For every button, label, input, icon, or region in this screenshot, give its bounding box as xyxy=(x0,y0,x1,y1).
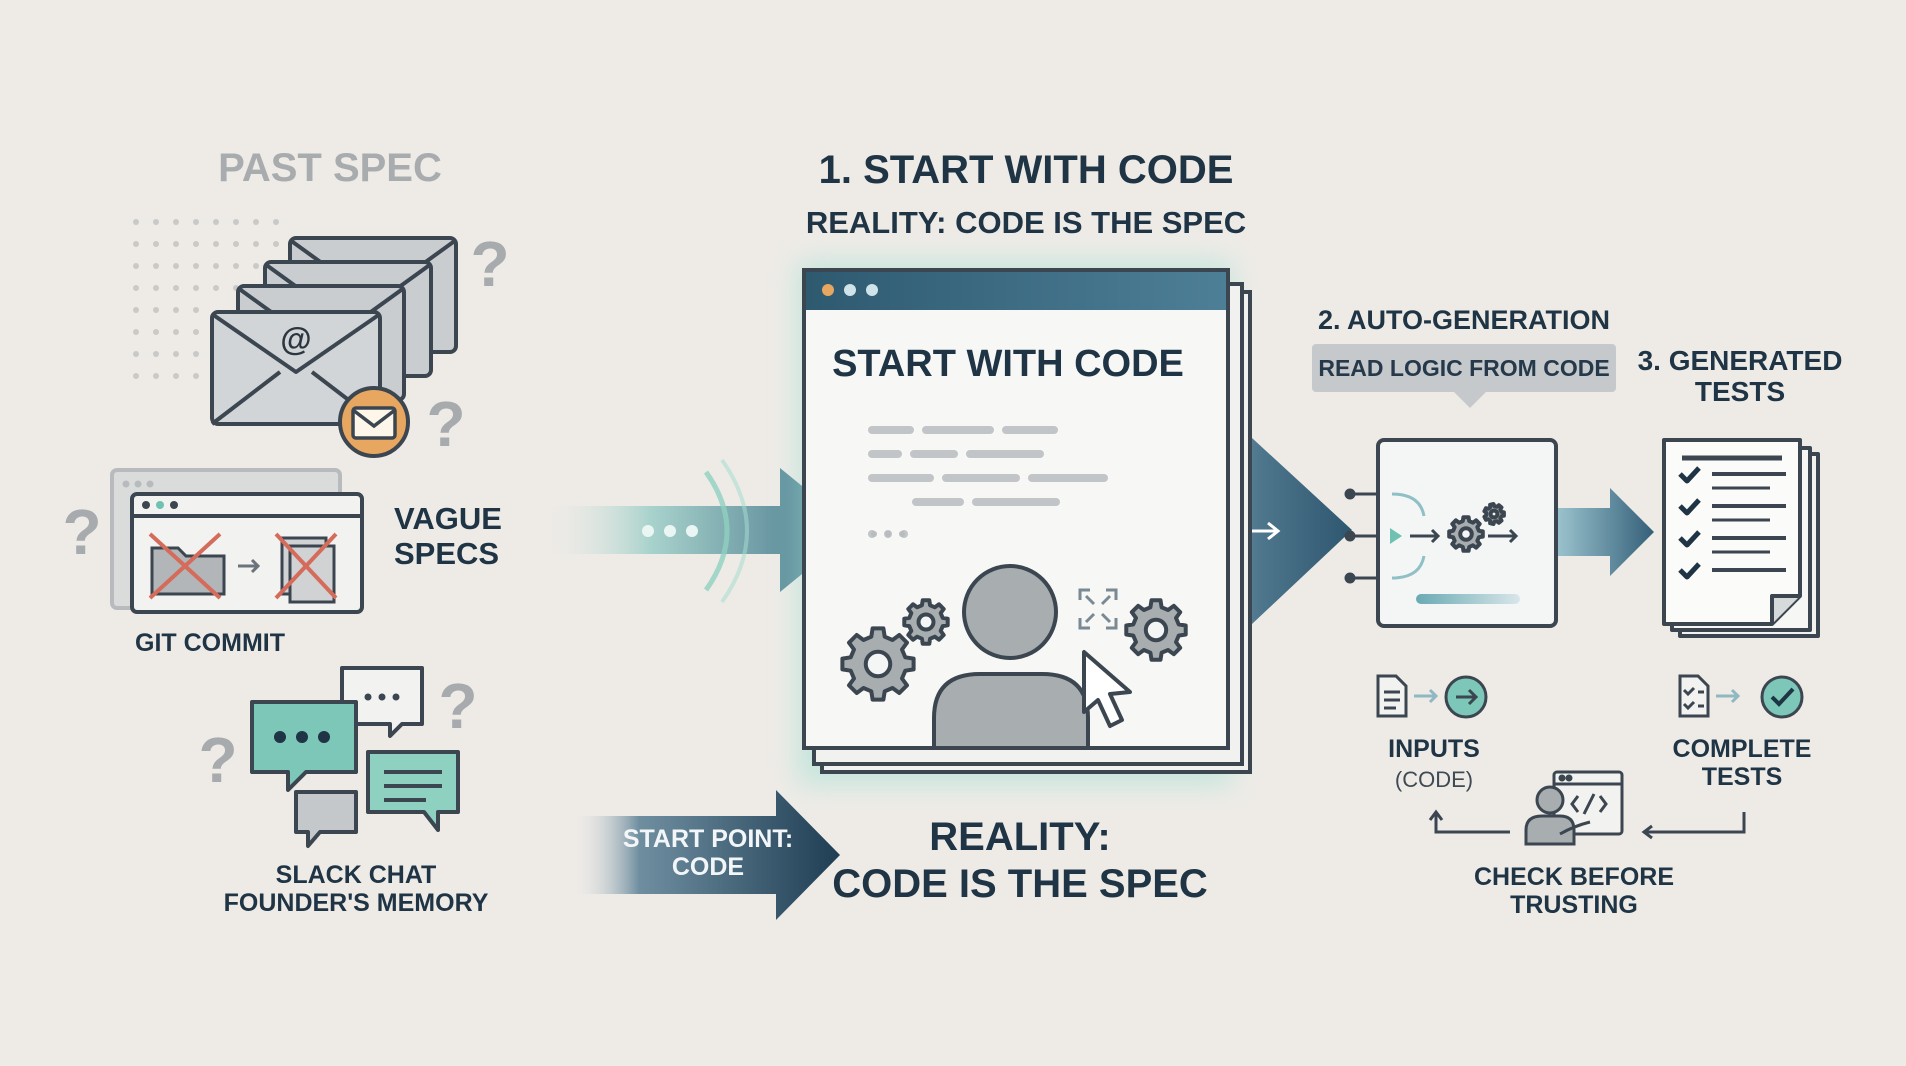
center-subheading: REALITY: CODE IS THE SPEC xyxy=(805,205,1247,240)
checklist-row xyxy=(1678,466,1786,490)
svg-text:?: ? xyxy=(438,670,477,742)
slack-chat-line1: SLACK CHAT xyxy=(275,861,437,889)
auto-generation-title: 2. AUTO-GENERATION xyxy=(1317,305,1611,335)
incoming-arrow xyxy=(540,458,856,604)
svg-text:?: ? xyxy=(470,228,509,300)
start-point-arrow xyxy=(572,790,840,920)
email-at-glyph: @ xyxy=(280,321,311,357)
chat-bubbles-icon xyxy=(250,666,460,848)
gear-icon xyxy=(1447,515,1485,553)
generated-tests-line2: TESTS xyxy=(1694,375,1786,407)
reality-line2: CODE IS THE SPEC xyxy=(832,862,1208,907)
checklist-row xyxy=(1678,562,1786,580)
code-window xyxy=(798,262,1252,784)
cursor-icon xyxy=(1082,650,1132,728)
start-point-line1: START POINT: xyxy=(622,825,794,853)
gear-icon xyxy=(840,626,916,702)
inputs-line1: INPUTS xyxy=(1388,735,1480,763)
generated-tests-title: 3. GENERATED TESTS xyxy=(1637,345,1843,408)
envelope-stack-icon xyxy=(210,236,458,426)
complete-tests-line2: TESTS xyxy=(1701,762,1783,791)
complete-tests-label: COMPLETE TESTS xyxy=(1672,735,1812,791)
window-title: START WITH CODE xyxy=(832,343,1184,385)
complete-tests-line1: COMPLETE xyxy=(1672,735,1812,763)
past-spec-title: PAST SPEC xyxy=(218,146,442,190)
check-line2: TRUSTING xyxy=(1510,890,1638,919)
developer-icon xyxy=(1524,770,1624,846)
center-heading: 1. START WITH CODE xyxy=(818,148,1234,192)
inputs-label: INPUTS (CODE) xyxy=(1388,735,1480,792)
slack-chat-label: SLACK CHAT FOUNDER'S MEMORY xyxy=(223,861,489,917)
checklist-small-icon xyxy=(1678,674,1741,718)
folder-crossed-icon xyxy=(148,532,226,600)
code-lines xyxy=(868,426,1108,538)
svg-text:?: ? xyxy=(426,388,465,460)
check-circle-icon xyxy=(1760,675,1804,719)
document-arrow-icon xyxy=(1376,674,1488,719)
gear-icon xyxy=(902,598,950,646)
svg-text:?: ? xyxy=(62,496,101,568)
arrow-right-icon xyxy=(238,558,261,574)
svg-text:?: ? xyxy=(198,724,237,796)
logic-badge-text: READ LOGIC FROM CODE xyxy=(1318,355,1610,381)
document-crossed-icon xyxy=(274,532,338,604)
git-commit-label: GIT COMMIT xyxy=(135,629,285,657)
checklist-icon xyxy=(1662,438,1820,638)
vague-specs-line2: SPECS xyxy=(394,535,500,571)
gear-icon xyxy=(1124,598,1188,662)
generated-tests-line1: 3. GENERATED xyxy=(1637,345,1843,376)
question-mark-icon: ? ? ? ? ? xyxy=(62,228,509,796)
start-point-label: START POINT: CODE xyxy=(622,825,794,881)
start-point-line2: CODE xyxy=(671,852,745,881)
checklist-row xyxy=(1678,498,1786,522)
gear-icon xyxy=(840,598,1188,702)
checklist-row xyxy=(1678,530,1786,554)
reality-line1: REALITY: xyxy=(929,815,1111,859)
check-line1: CHECK BEFORE xyxy=(1473,863,1675,891)
vague-specs-line1: VAGUE xyxy=(394,501,502,536)
focus-icon xyxy=(1078,588,1118,630)
generator-to-tests-arrow xyxy=(1556,488,1654,576)
processor-icon xyxy=(1344,438,1558,628)
mail-badge-icon xyxy=(338,386,410,458)
check-before-trusting-label: CHECK BEFORE TRUSTING xyxy=(1473,863,1675,919)
vague-specs-label: VAGUE SPECS xyxy=(394,501,502,571)
ellipsis-dots xyxy=(871,531,905,537)
inputs-line2: (CODE) xyxy=(1394,766,1474,792)
slack-chat-line2: FOUNDER'S MEMORY xyxy=(223,888,489,917)
feedback-loop-lines xyxy=(1428,809,1746,840)
logic-badge xyxy=(1312,344,1616,408)
gear-icon xyxy=(1482,502,1506,526)
person-icon xyxy=(932,564,1090,750)
reality-caption: REALITY: CODE IS THE SPEC xyxy=(832,814,1208,908)
